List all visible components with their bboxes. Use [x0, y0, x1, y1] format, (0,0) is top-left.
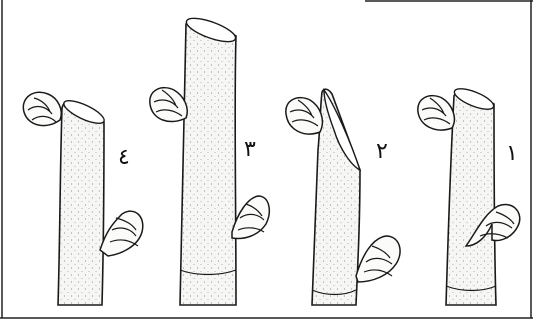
label-1: ١ — [506, 141, 518, 166]
stem-4-lower-bud — [100, 211, 143, 256]
stem-3-body — [180, 19, 236, 305]
stem-2-upper-bud — [286, 98, 323, 134]
label-2: ٢ — [376, 139, 388, 164]
stem-1-upper-bud — [418, 96, 455, 130]
label-3: ٣ — [244, 137, 256, 162]
stem-4-upper-bud — [23, 92, 61, 125]
stem-2 — [286, 89, 400, 305]
stem-2-lower-bud — [356, 236, 400, 282]
stem-1 — [418, 85, 520, 305]
stem-3-upper-bud — [150, 88, 187, 122]
label-4: ٤ — [118, 145, 130, 170]
stem-4-body — [58, 101, 104, 305]
stem-4 — [23, 92, 142, 305]
stem-3-lower-bud — [232, 196, 269, 238]
